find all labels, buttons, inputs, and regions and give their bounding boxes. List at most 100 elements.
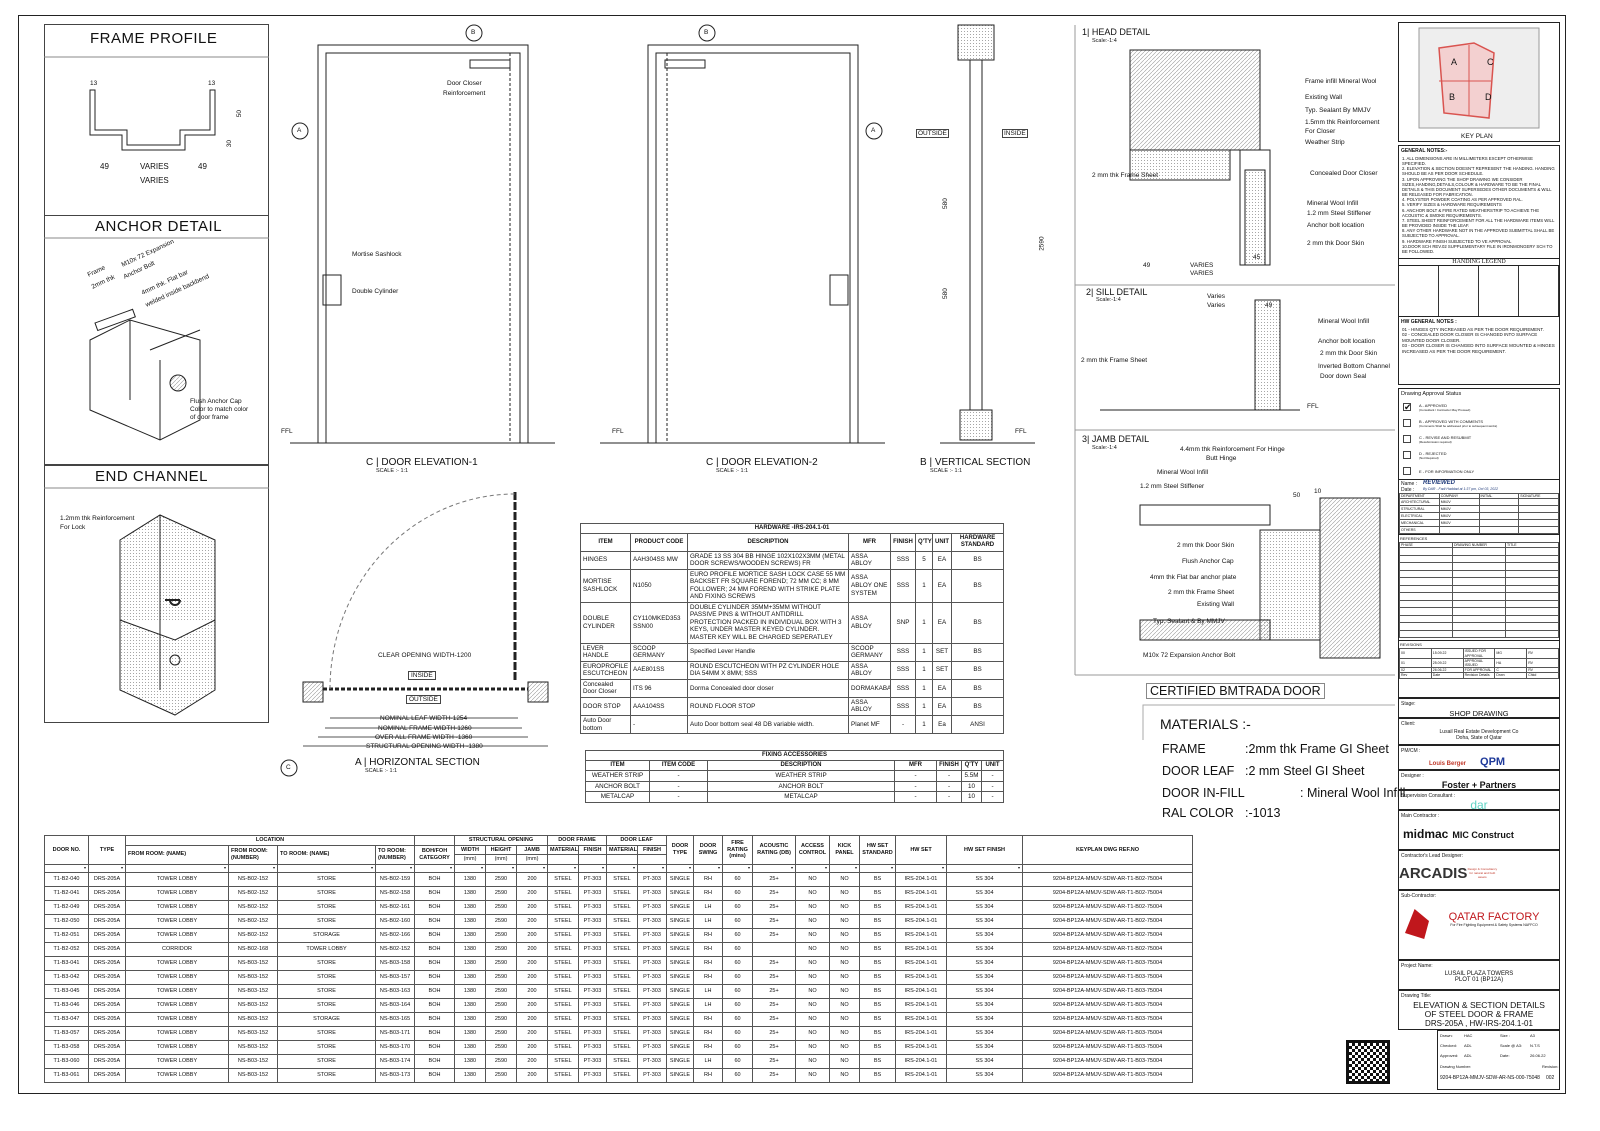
handing-legend-title: HANDING LEGEND [1399,257,1559,265]
table-cell: STEEL [606,941,638,957]
filter-dropdown[interactable]: ▾ [606,863,638,873]
filter-dropdown[interactable]: ▾ [454,863,486,873]
head-detail-label: Typ. Sealant By MMJV [1305,107,1371,114]
block-label: Project Name: [1401,963,1433,969]
filter-dropdown[interactable]: ▾ [88,863,126,873]
filter-dropdown[interactable]: ▾ [752,863,797,873]
filter-dropdown[interactable]: ▾ [414,863,455,873]
table-cell: SINGLE [666,955,695,971]
filter-dropdown[interactable]: ▾ [228,863,278,873]
table-cell: LH [693,899,724,915]
checkbox-icon[interactable] [1403,419,1411,427]
filter-dropdown[interactable]: ▾ [829,863,861,873]
filter-dropdown[interactable]: ▾ [636,863,668,873]
table-cell: STORE [277,1067,376,1083]
table-cell: EA [932,568,952,603]
filter-dropdown[interactable] [1022,863,1194,873]
table-cell: HA [1494,657,1528,669]
table-cell: IRS-204.1-01 [895,1011,948,1027]
table-cell: 200 [516,899,548,915]
table-row [1399,554,1559,564]
table-cell: DRS-205A [88,1053,126,1069]
table-cell [1438,526,1480,535]
table-cell: NS-B03-152 [228,997,278,1013]
table-cell: 9204-BP12A-MMJV-SDW-AR-T1-B03-75004 [1022,997,1194,1013]
table-cell: IRS-204.1-01 [895,1039,948,1055]
table-cell: STEEL [606,871,638,887]
table-cell: 00 [1399,648,1432,659]
column-header: Drwn [1494,672,1528,679]
table-cell: SINGLE [666,913,695,929]
table-cell: 60 [722,1025,754,1041]
filter-dropdown[interactable]: ▾ [946,863,1024,873]
table-cell: EURO PROFILE MORTICE SASH LOCK CASE 55 M… [687,568,849,603]
filter-dropdown[interactable]: ▾ [578,863,607,873]
table-cell: TOWER LOBBY [125,927,229,943]
block-label: Sub-Contractor: [1401,893,1437,899]
table-cell: 2590 [485,927,517,943]
column-header: MFR [848,533,891,552]
general-note: 1. ALL DIMENSIONS ARE IN MILLIMETERS EXC… [1402,156,1534,167]
table-cell: AAH304SS MW [630,550,688,570]
filter-dropdown[interactable]: ▾ [375,863,415,873]
table-cell: PT-303 [636,1011,668,1027]
checkbox-icon[interactable] [1403,451,1411,459]
table-row [1399,622,1559,631]
filter-dropdown[interactable]: ▾ [485,863,517,873]
table-cell: DORMAKABA [848,678,891,698]
table-cell: NS-B03-163 [375,983,415,999]
head-detail-label: Weather Strip [1305,139,1345,146]
table-row [1399,584,1559,594]
block-label: Supervision Consultant : [1401,793,1456,799]
approval-label: A - APPROVED [1419,402,1448,408]
filter-dropdown[interactable]: ▾ [44,863,89,873]
general-note: 2. ELEVATION & SECTION DOESN'T REPRESENT… [1402,166,1555,177]
table-cell: T1-B3-058 [44,1039,89,1055]
filter-dropdown[interactable]: ▾ [795,863,831,873]
filter-dropdown[interactable]: ▾ [277,863,376,873]
table-cell: WEATHER STRIP [585,770,650,782]
checkbox-icon[interactable] [1403,435,1411,443]
filter-dropdown[interactable]: ▾ [516,863,548,873]
filter-dropdown[interactable]: ▾ [722,863,754,873]
table-cell: BOH [414,969,455,985]
table-row [1399,577,1559,586]
table-cell: 25+ [752,899,797,915]
table-cell: DRS-205A [88,1039,126,1055]
table-cell: NO [795,955,831,971]
table-cell: TOWER LOBBY [125,969,229,985]
table-cell: 2590 [485,955,517,971]
filter-dropdown[interactable]: ▾ [693,863,724,873]
table-cell: Auto Door bottom seal 48 DB variable wid… [687,714,849,735]
checkbox-checked-icon[interactable]: ✔ [1403,402,1412,412]
filter-dropdown[interactable]: ▾ [547,863,579,873]
table-cell: BOH [414,913,455,929]
filter-dropdown[interactable]: ▾ [895,863,948,873]
table-cell: 5 [915,550,933,570]
table-cell: TOWER LOBBY [125,913,229,929]
table-cell: EA [932,696,952,716]
filter-dropdown[interactable]: ▾ [666,863,695,873]
table-cell: 1380 [454,997,486,1013]
table-cell: PT-303 [636,1039,668,1055]
table-cell: 60 [722,885,754,901]
sill-leaf [1254,299,1281,411]
filter-dropdown[interactable]: ▾ [859,863,897,873]
checkbox-icon[interactable] [1403,467,1411,475]
table-cell: SINGLE [666,885,695,901]
block-label: PM/CM : [1401,748,1421,754]
date-label: Date : [1401,487,1415,493]
table-cell: 25+ [752,1011,797,1027]
column-header: FINISH [578,844,607,856]
approval-option: E - FOR INFORMATION ONLY [1399,463,1559,479]
head-wall-hatch [1129,49,1261,151]
table-cell [752,941,797,957]
filter-dropdown[interactable]: ▾ [125,863,229,873]
column-header: HW SET [895,835,948,865]
table-cell: SS 304 [946,885,1024,901]
